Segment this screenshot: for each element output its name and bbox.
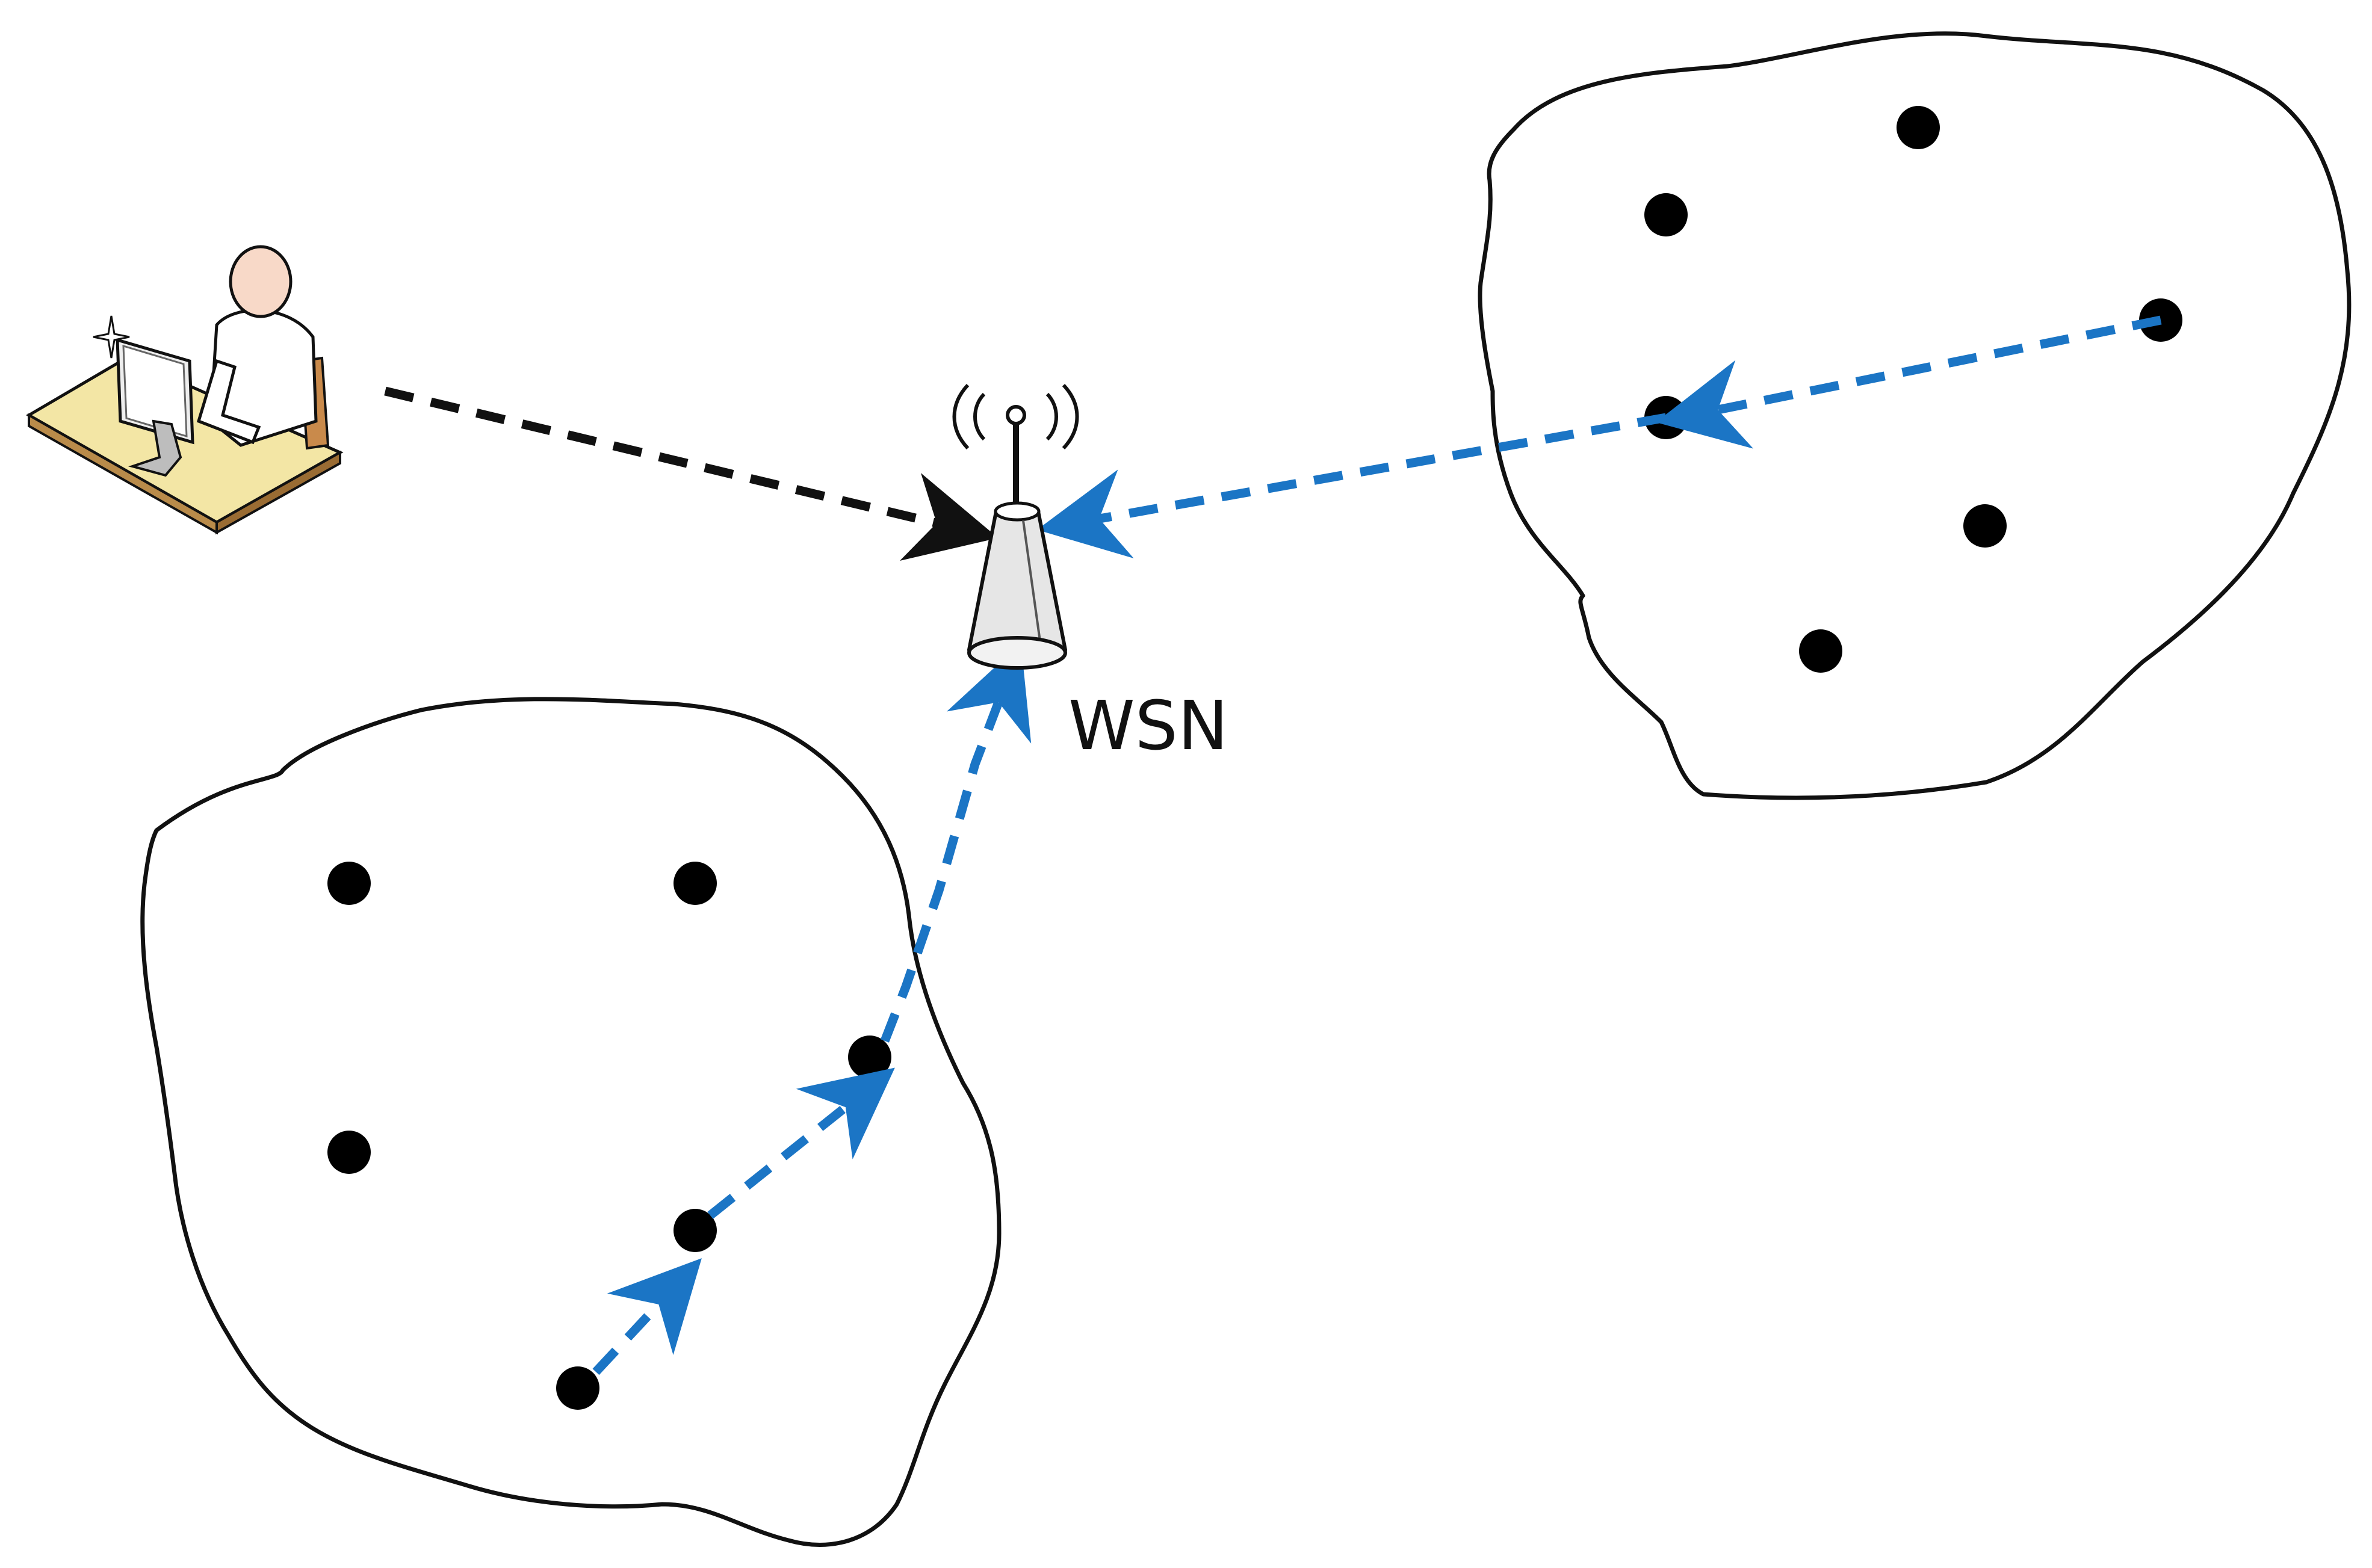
sensor-node bbox=[1897, 106, 1940, 149]
sensor-node bbox=[1644, 193, 1688, 236]
sensor-routes bbox=[592, 315, 2162, 1375]
sensor-nodes-right bbox=[1644, 106, 2182, 673]
sensor-field-left bbox=[140, 697, 1002, 1547]
sensor-node bbox=[327, 1131, 371, 1174]
route-left-hop-3 bbox=[881, 643, 1032, 1043]
sensor-field-right bbox=[1478, 31, 2352, 800]
sensor-node bbox=[674, 862, 717, 905]
wireless-base-station-icon bbox=[952, 383, 1079, 670]
user-at-computer-icon bbox=[26, 245, 344, 535]
sensor-node bbox=[848, 1036, 891, 1079]
route-right-hop-2 bbox=[1036, 413, 1667, 559]
sensor-nodes-left bbox=[327, 862, 891, 1410]
sensor-node bbox=[327, 862, 371, 905]
route-right-hop-1 bbox=[1656, 315, 2162, 449]
base-station-label: WSN bbox=[1068, 687, 1228, 765]
sensor-node bbox=[674, 1209, 717, 1252]
user-query-link bbox=[384, 386, 999, 561]
sensor-node bbox=[1963, 504, 2007, 548]
sensor-node bbox=[1799, 629, 1842, 673]
route-left-hop-1 bbox=[592, 1258, 702, 1375]
sensor-node bbox=[556, 1366, 599, 1410]
route-left-hop-2 bbox=[707, 1067, 895, 1219]
